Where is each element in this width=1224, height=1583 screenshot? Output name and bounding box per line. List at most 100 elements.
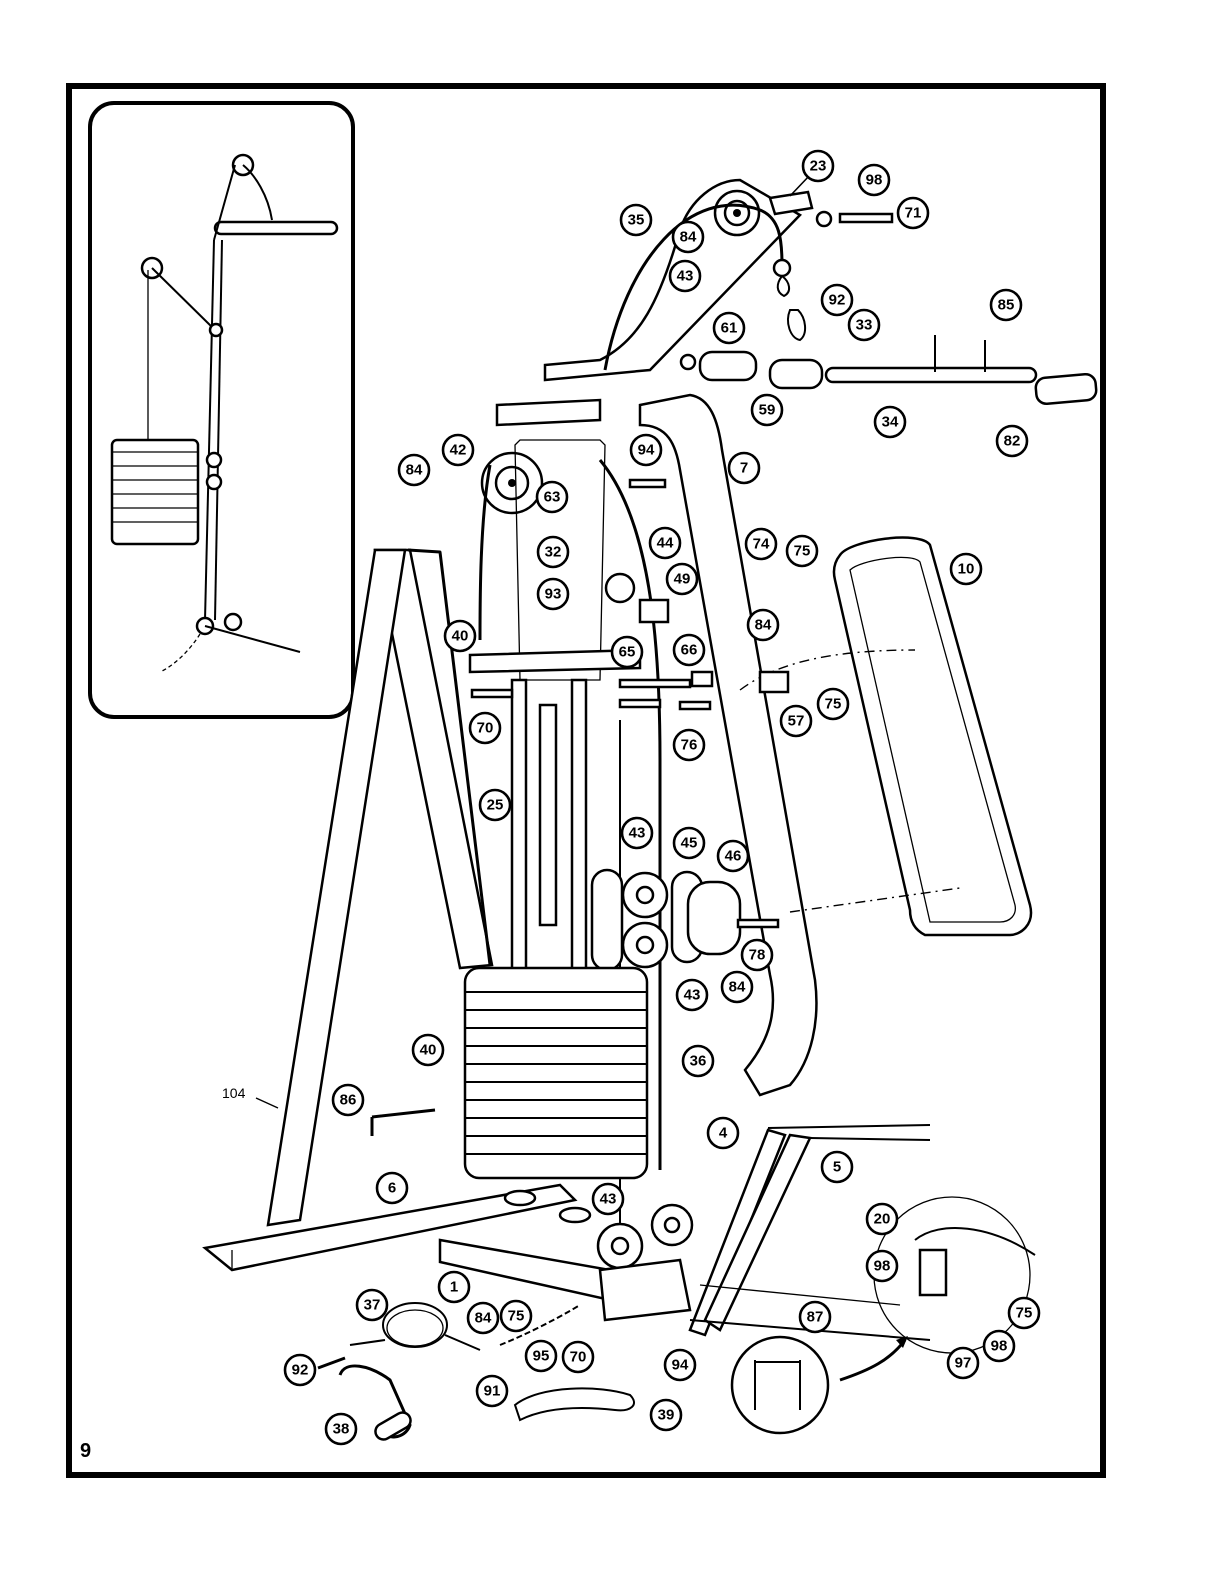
callout-91: 91 xyxy=(475,1374,509,1408)
svg-text:63: 63 xyxy=(544,489,561,506)
svg-text:4: 4 xyxy=(719,1125,728,1142)
callout-78: 78 xyxy=(740,938,774,972)
svg-text:74: 74 xyxy=(753,536,770,553)
label-104: 104 xyxy=(222,1085,246,1101)
svg-text:98: 98 xyxy=(866,172,883,189)
svg-text:46: 46 xyxy=(725,848,742,865)
svg-text:43: 43 xyxy=(677,268,694,285)
callout-49: 49 xyxy=(665,562,699,596)
callout-76: 76 xyxy=(672,728,706,762)
callout-7: 7 xyxy=(727,451,761,485)
svg-text:42: 42 xyxy=(450,442,467,459)
svg-text:84: 84 xyxy=(729,979,746,996)
svg-text:94: 94 xyxy=(672,1357,689,1374)
callout-95: 95 xyxy=(524,1339,558,1373)
diagram-frame xyxy=(66,83,1106,1478)
svg-text:39: 39 xyxy=(658,1407,675,1424)
callout-5: 5 xyxy=(820,1150,854,1184)
callout-61: 61 xyxy=(712,311,746,345)
callout-1: 1 xyxy=(437,1270,471,1304)
svg-text:20: 20 xyxy=(874,1211,891,1228)
callout-66: 66 xyxy=(672,633,706,667)
svg-text:92: 92 xyxy=(292,1362,309,1379)
svg-text:40: 40 xyxy=(452,628,469,645)
callout-25: 25 xyxy=(478,788,512,822)
callout-98-bottom-right: 98 xyxy=(982,1329,1016,1363)
callout-84-mid: 84 xyxy=(746,608,780,642)
inset-illustration xyxy=(110,153,339,673)
svg-text:37: 37 xyxy=(364,1297,381,1314)
svg-text:75: 75 xyxy=(825,696,842,713)
callout-36: 36 xyxy=(681,1044,715,1078)
svg-text:84: 84 xyxy=(475,1310,492,1327)
svg-text:91: 91 xyxy=(484,1383,501,1400)
callout-98-right: 98 xyxy=(865,1249,899,1283)
svg-text:43: 43 xyxy=(600,1191,617,1208)
svg-text:65: 65 xyxy=(619,644,636,661)
svg-text:34: 34 xyxy=(882,414,899,431)
callout-65: 65 xyxy=(610,635,644,669)
callout-6: 6 xyxy=(375,1171,409,1205)
callout-43-mid: 43 xyxy=(620,816,654,850)
callout-42: 42 xyxy=(441,433,475,467)
svg-text:98: 98 xyxy=(991,1338,1008,1355)
callouts: 23 98 71 35 84 43 92 85 61 33 59 34 82 4… xyxy=(283,149,1041,1446)
svg-text:70: 70 xyxy=(477,720,494,737)
svg-text:84: 84 xyxy=(755,617,772,634)
callout-92-top: 92 xyxy=(820,283,854,317)
callout-43-lower-mid: 43 xyxy=(675,978,709,1012)
svg-text:32: 32 xyxy=(545,544,562,561)
callout-98-top: 98 xyxy=(857,163,891,197)
svg-text:84: 84 xyxy=(406,462,423,479)
svg-text:66: 66 xyxy=(681,642,698,659)
callout-45: 45 xyxy=(672,826,706,860)
callout-44: 44 xyxy=(648,526,682,560)
callout-34: 34 xyxy=(873,405,907,439)
svg-text:59: 59 xyxy=(759,402,776,419)
svg-text:33: 33 xyxy=(856,317,873,334)
callout-32: 32 xyxy=(536,535,570,569)
svg-text:43: 43 xyxy=(629,825,646,842)
svg-text:61: 61 xyxy=(721,320,738,337)
callout-84-lower: 84 xyxy=(720,970,754,1004)
svg-text:78: 78 xyxy=(749,947,766,964)
callout-10: 10 xyxy=(949,552,983,586)
callout-63: 63 xyxy=(535,480,569,514)
callout-35: 35 xyxy=(619,203,653,237)
svg-text:93: 93 xyxy=(545,586,562,603)
callout-82: 82 xyxy=(995,424,1029,458)
callout-23: 23 xyxy=(789,149,835,197)
svg-text:44: 44 xyxy=(657,535,674,552)
callout-43-bottom: 43 xyxy=(591,1182,625,1216)
callout-39: 39 xyxy=(649,1398,683,1432)
callout-46: 46 xyxy=(716,839,750,873)
callout-87: 87 xyxy=(798,1300,832,1334)
svg-text:36: 36 xyxy=(690,1053,707,1070)
svg-text:87: 87 xyxy=(807,1309,824,1326)
callout-86: 86 xyxy=(331,1083,365,1117)
callout-20: 20 xyxy=(865,1202,899,1236)
callout-70-bottom: 70 xyxy=(561,1340,595,1374)
svg-text:92: 92 xyxy=(829,292,846,309)
svg-text:5: 5 xyxy=(833,1159,841,1176)
callout-57: 57 xyxy=(779,704,813,738)
svg-text:94: 94 xyxy=(638,442,655,459)
callout-40-top: 40 xyxy=(443,619,477,653)
callout-94-bottom: 94 xyxy=(663,1348,697,1382)
callout-75-bottom: 75 xyxy=(499,1299,533,1333)
svg-text:76: 76 xyxy=(681,737,698,754)
callout-70-top: 70 xyxy=(468,711,502,745)
svg-text:7: 7 xyxy=(740,460,748,477)
svg-text:75: 75 xyxy=(1016,1305,1033,1322)
callout-75-mid: 75 xyxy=(816,687,850,721)
svg-text:98: 98 xyxy=(874,1258,891,1275)
svg-text:85: 85 xyxy=(998,297,1015,314)
svg-text:35: 35 xyxy=(628,212,645,229)
plain-labels: 104 xyxy=(222,1085,279,1109)
callout-75-top: 75 xyxy=(785,534,819,568)
svg-text:43: 43 xyxy=(684,987,701,1004)
svg-text:70: 70 xyxy=(570,1349,587,1366)
callout-38: 38 xyxy=(324,1412,358,1446)
callout-75-right: 75 xyxy=(1007,1296,1041,1330)
callout-71: 71 xyxy=(896,196,930,230)
